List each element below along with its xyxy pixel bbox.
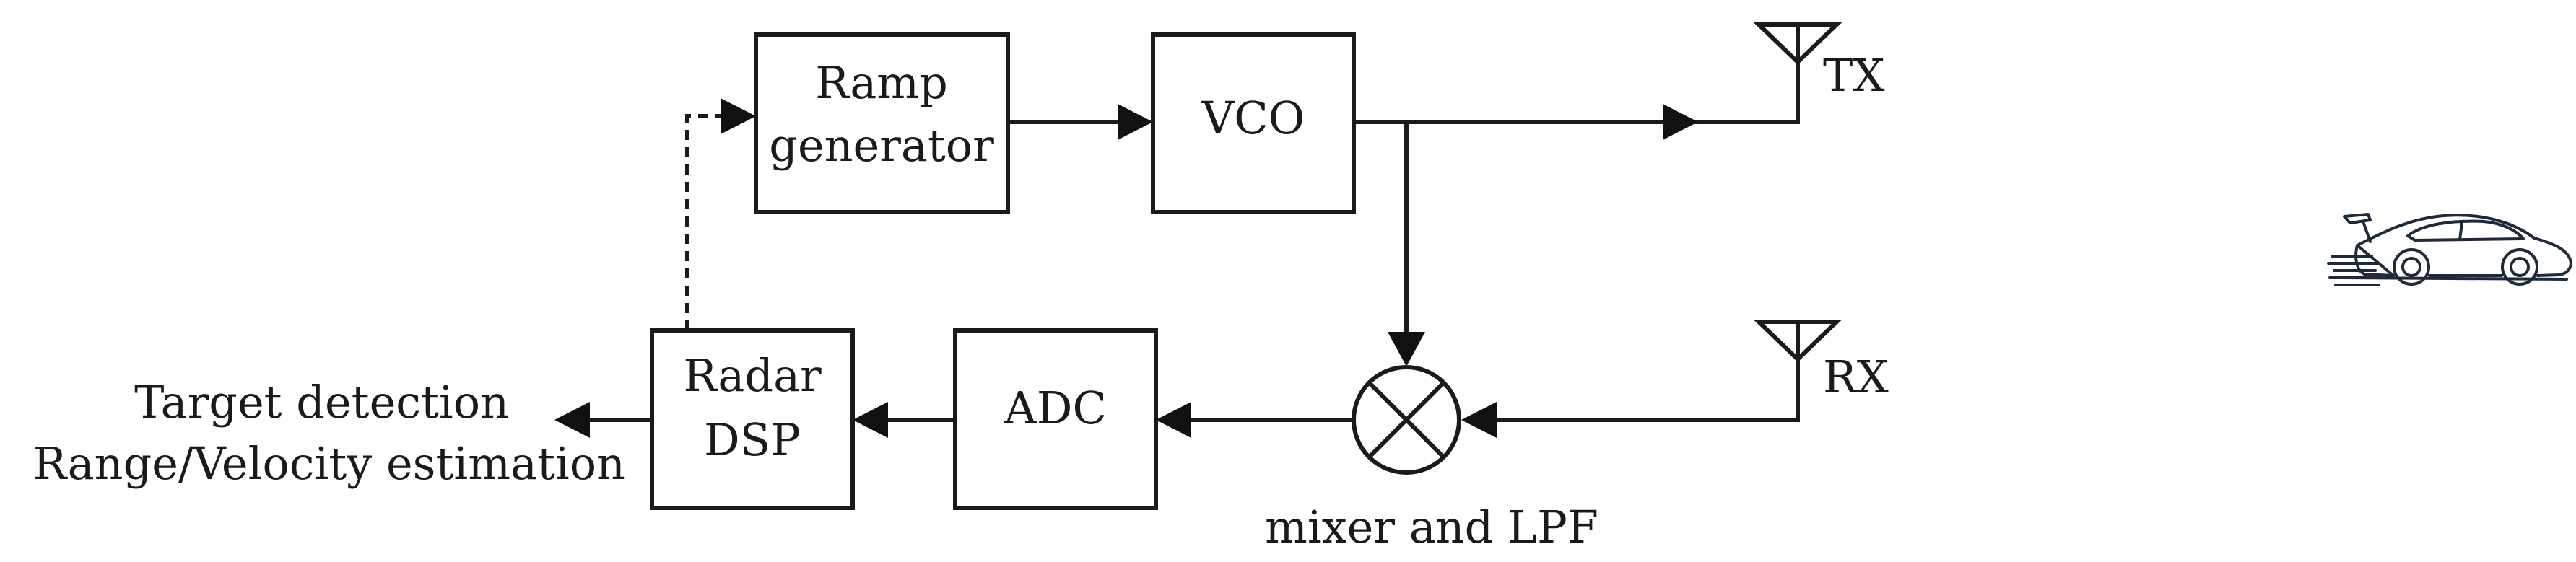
mixer-label: mixer and LPF — [1265, 501, 1598, 553]
ramp-to-vco-arrow — [1008, 104, 1153, 140]
ramp-generator-label-line2: generator — [769, 119, 994, 172]
vco-to-tx-arrow — [1354, 104, 1798, 140]
rx-antenna-icon — [1753, 320, 1842, 422]
radar-dsp-label-line2: DSP — [704, 413, 801, 466]
output-label-line1: Target detection — [134, 376, 509, 429]
rx-to-mixer-arrow — [1461, 402, 1798, 438]
vco-label: VCO — [1201, 92, 1305, 144]
adc-block: ADC — [953, 328, 1158, 510]
rx-label: RX — [1823, 351, 1889, 403]
adc-label: ADC — [1004, 382, 1107, 434]
output-label-line2: Range/Velocity estimation — [33, 437, 625, 490]
dsp-to-output-arrow — [554, 402, 652, 438]
dsp-to-ramp-feedback-arrow — [685, 98, 756, 330]
ramp-generator-label-line1: Ramp — [815, 56, 948, 109]
radar-dsp-label-line1: Radar — [683, 349, 822, 402]
vco-block: VCO — [1151, 32, 1356, 214]
mixer-icon — [1352, 365, 1461, 475]
mixer-to-adc-arrow — [1156, 402, 1355, 438]
tx-antenna-icon — [1753, 22, 1842, 124]
adc-to-dsp-arrow — [853, 402, 955, 438]
radar-dsp-block: Radar DSP — [650, 328, 855, 510]
vco-to-mixer-arrow — [1388, 122, 1425, 366]
tx-label: TX — [1823, 49, 1885, 102]
car-sketch-icon — [2327, 213, 2572, 286]
ramp-generator-block: Ramp generator — [754, 32, 1010, 214]
